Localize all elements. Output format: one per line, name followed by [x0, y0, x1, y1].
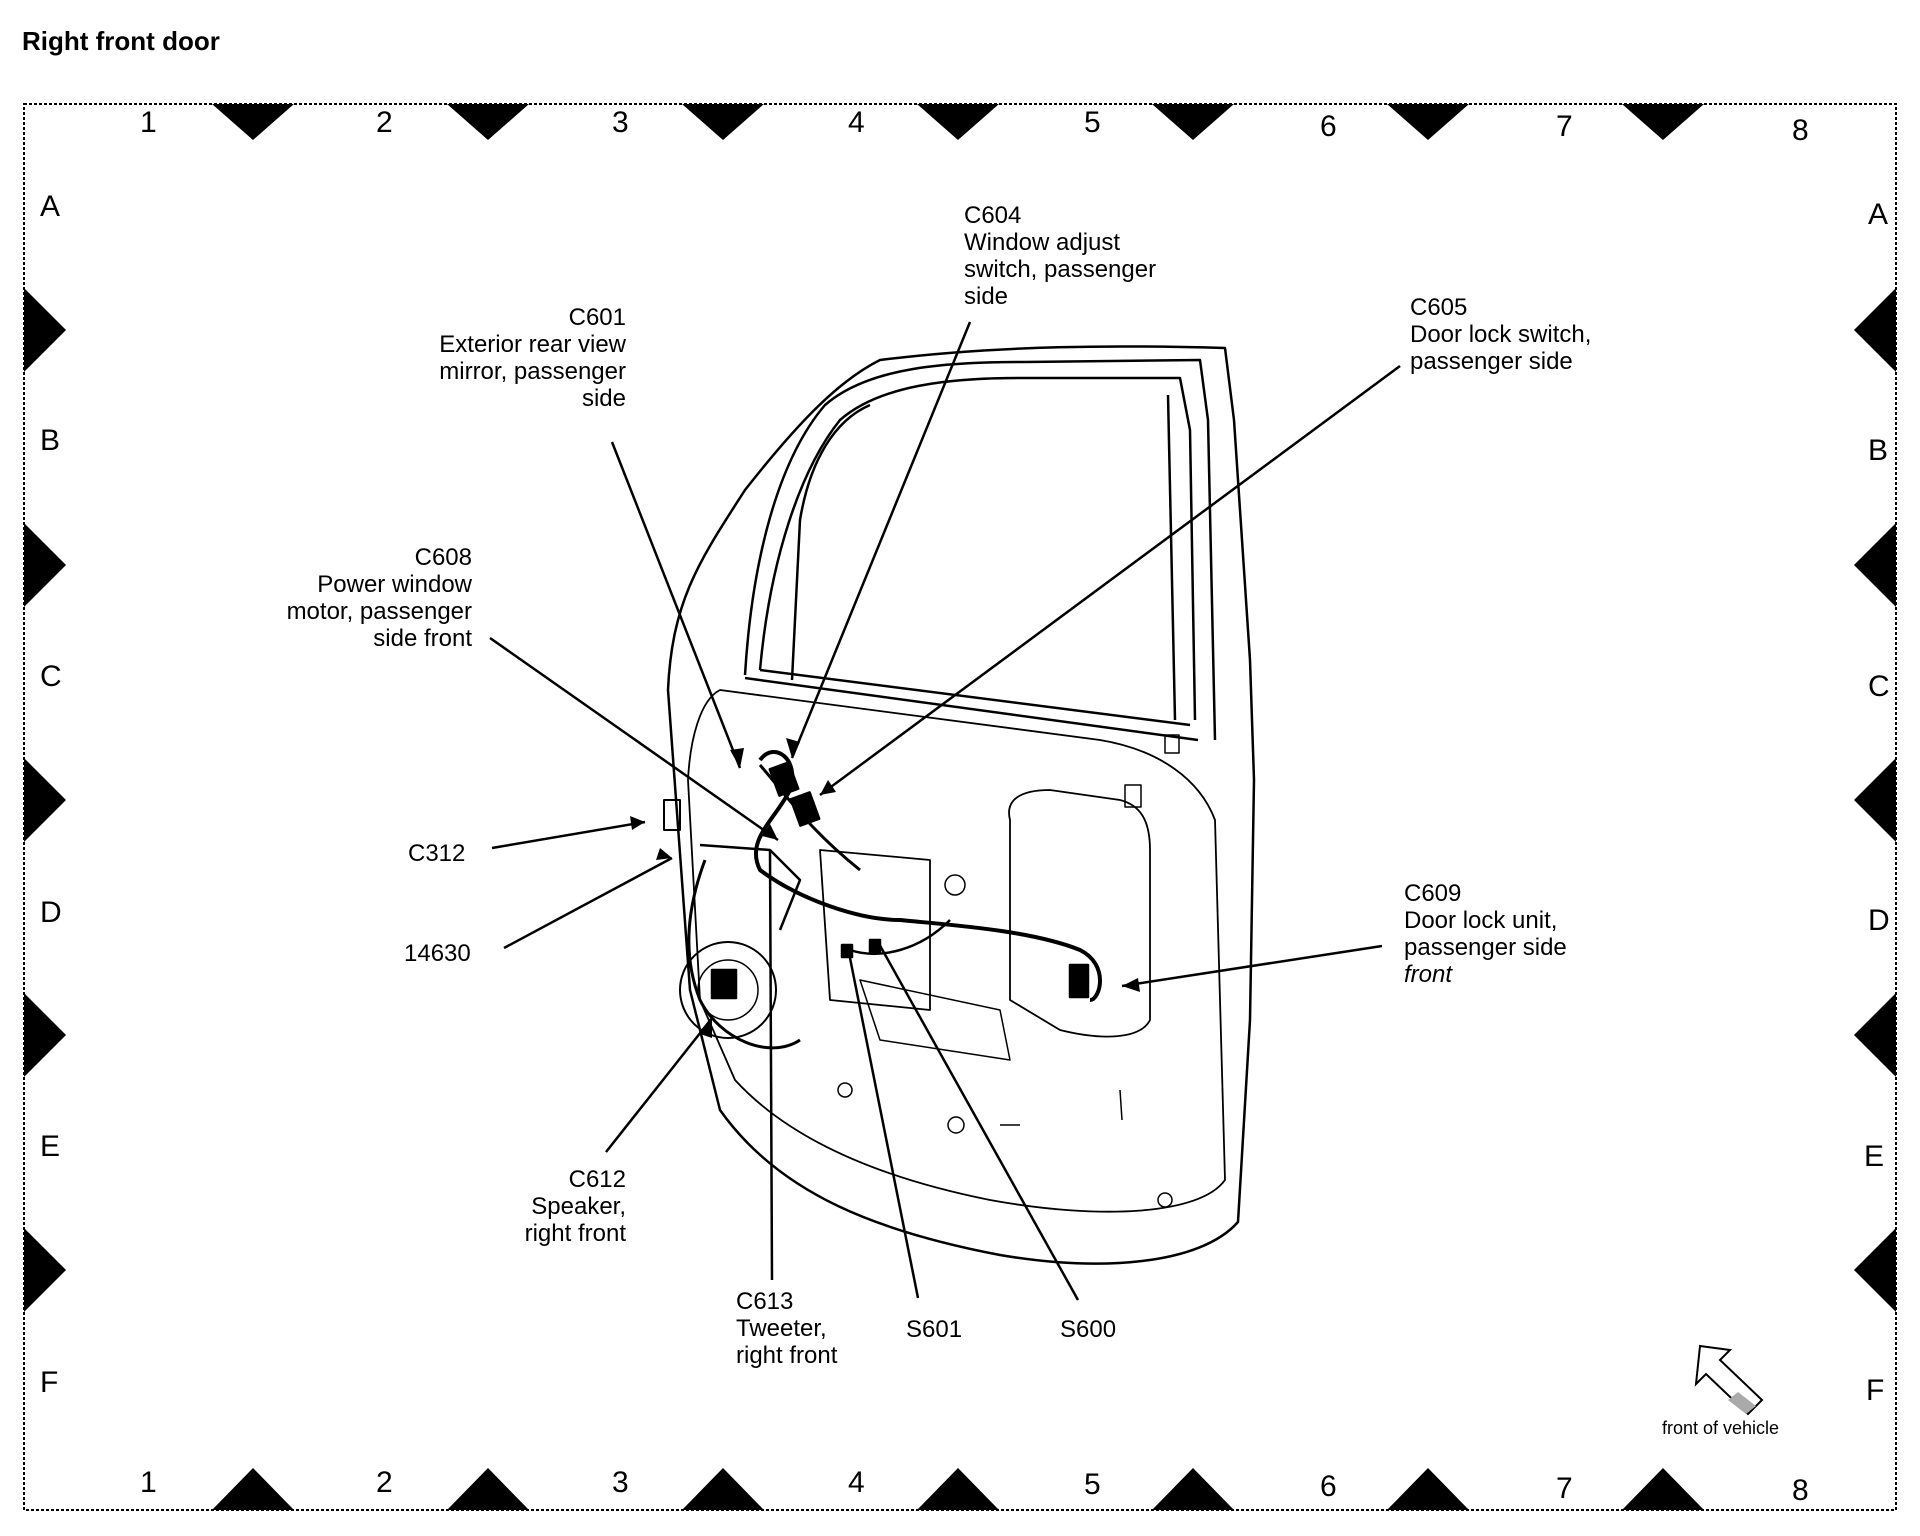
front-of-vehicle-label: front of vehicle — [1662, 1418, 1780, 1438]
row-label-e: E — [40, 1130, 61, 1163]
callout-desc: Door lock unit, — [1404, 907, 1558, 934]
callout-desc: Speaker, — [531, 1193, 626, 1220]
column-label-4: 4 — [848, 106, 865, 139]
bottom-grid-markers — [212, 1468, 1704, 1510]
column-label-6: 6 — [1320, 110, 1337, 143]
column-label-7: 7 — [1556, 110, 1573, 143]
front-of-vehicle-arrow-icon — [1694, 1344, 1764, 1416]
row-label-d: D — [40, 896, 62, 929]
callout-code: C312 — [408, 840, 466, 867]
callout-s600: S600 — [1060, 1316, 1116, 1343]
callout-c604: C604 Window adjust switch, passenger sid… — [964, 202, 1156, 310]
callout-14630: 14630 — [404, 940, 471, 967]
callout-c605: C605 Door lock switch, passenger side — [1410, 294, 1591, 375]
column-label-5: 5 — [1084, 106, 1101, 139]
callout-code: C608 — [414, 544, 472, 571]
callout-code: C604 — [964, 202, 1022, 229]
callout-c609: C609 Door lock unit, passenger side fron… — [1404, 880, 1567, 988]
callout-code: C605 — [1410, 294, 1468, 321]
callout-c312: C312 — [408, 840, 465, 867]
top-grid-markers — [212, 104, 1704, 140]
callout-desc: side front — [373, 625, 472, 652]
left-grid-markers — [24, 288, 66, 1312]
callout-code: C601 — [568, 304, 626, 331]
callout-desc: Exterior rear view — [439, 331, 626, 358]
callout-desc: right front — [736, 1342, 838, 1369]
column-label-bottom-1: 1 — [140, 1466, 157, 1499]
callout-desc: passenger side — [1404, 934, 1567, 961]
column-label-2: 2 — [376, 106, 393, 139]
column-label-8: 8 — [1792, 114, 1809, 147]
callout-desc: Power window — [317, 571, 472, 598]
callout-code: 14630 — [404, 940, 471, 967]
callout-c612: C612 Speaker, right front — [525, 1166, 626, 1247]
callout-desc: Door lock switch, — [1410, 321, 1592, 348]
callout-code: C613 — [736, 1288, 794, 1315]
row-label-a: A — [40, 190, 61, 223]
column-label-bottom-3: 3 — [612, 1466, 629, 1499]
column-label-bottom-7: 7 — [1556, 1472, 1573, 1505]
callout-c613: C613 Tweeter, right front — [736, 1288, 837, 1369]
callout-desc: motor, passenger — [286, 598, 472, 625]
column-label-bottom-6: 6 — [1320, 1470, 1337, 1503]
callout-desc: side — [964, 283, 1009, 310]
callout-code: S600 — [1060, 1316, 1117, 1343]
row-label-c: C — [40, 660, 62, 693]
column-label-bottom-5: 5 — [1084, 1468, 1101, 1501]
door-illustration — [663, 345, 1256, 1265]
row-label-f: F — [40, 1366, 59, 1399]
right-grid-markers — [1854, 288, 1896, 1312]
callout-c608: C608 Power window motor, passenger side … — [287, 544, 472, 652]
row-label-right-c: C — [1868, 670, 1890, 703]
diagram-frame — [23, 103, 1897, 1511]
callout-c601: C601 Exterior rear view mirror, passenge… — [439, 304, 626, 412]
column-label-3: 3 — [612, 106, 629, 139]
callout-desc: Window adjust — [964, 229, 1121, 256]
callout-s601: S601 — [906, 1316, 962, 1343]
callout-desc: front — [1404, 961, 1453, 988]
callout-code: C612 — [568, 1166, 626, 1193]
page-title: Right front door — [22, 26, 220, 56]
callout-desc: Tweeter, — [736, 1315, 827, 1342]
row-label-right-f: F — [1866, 1374, 1885, 1407]
leader-lines — [489, 321, 1401, 1301]
callout-desc: right front — [524, 1220, 626, 1247]
column-label-bottom-2: 2 — [376, 1466, 393, 1499]
callout-code: S601 — [906, 1316, 963, 1343]
callout-desc: side — [581, 385, 626, 412]
callout-desc: passenger side — [1410, 348, 1573, 375]
row-label-right-b: B — [1868, 434, 1889, 467]
column-label-bottom-4: 4 — [848, 1466, 865, 1499]
leader-arrowheads — [630, 738, 1140, 1038]
row-label-right-a: A — [1868, 198, 1889, 231]
column-label-1: 1 — [140, 106, 157, 139]
callout-desc: switch, passenger — [964, 256, 1157, 283]
callout-desc: mirror, passenger — [439, 358, 626, 385]
row-label-right-d: D — [1868, 904, 1890, 937]
row-label-right-e: E — [1864, 1140, 1885, 1173]
column-label-bottom-8: 8 — [1792, 1474, 1809, 1507]
callout-code: C609 — [1404, 880, 1462, 907]
row-label-b: B — [40, 424, 61, 457]
